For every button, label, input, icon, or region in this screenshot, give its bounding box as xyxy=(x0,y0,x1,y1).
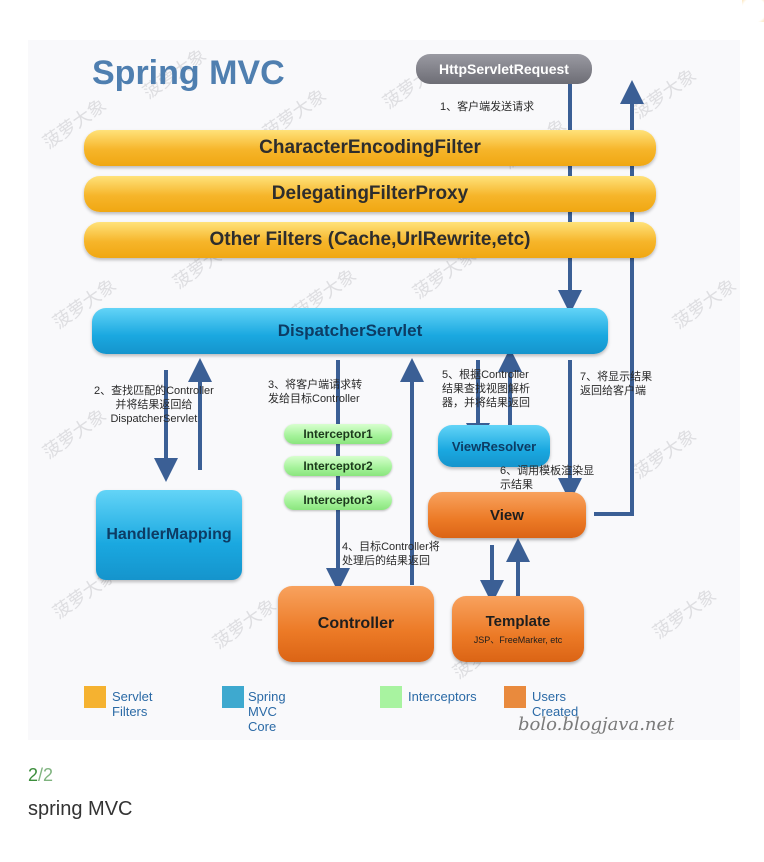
step-2-note: 2、查找匹配的Controller 并将结果返回给 DispatcherServ… xyxy=(94,385,214,425)
legend-swatch-spring-mvc-core xyxy=(222,686,244,708)
caption-area: 2/2 spring MVC xyxy=(28,764,132,821)
step-1-note: 1、客户端发送请求 xyxy=(440,101,535,113)
interceptor-1: Interceptor1 xyxy=(284,424,392,444)
filter-other: Other Filters (Cache,UrlRewrite,etc) xyxy=(84,222,656,258)
diagram-title: Spring MVC xyxy=(92,54,285,92)
template: Template JSP、FreeMarker, etc xyxy=(452,596,584,662)
interceptor-3: Interceptor3 xyxy=(284,490,392,510)
legend-swatch-interceptors xyxy=(380,686,402,708)
template-subtitle: JSP、FreeMarker, etc xyxy=(473,634,563,645)
step-3-note: 3、将客户端请求转 发给目标Controller xyxy=(268,379,363,405)
slide-counter-current: 2 xyxy=(28,765,39,785)
step-6-note: 6、调用模板渲染显 示结果 xyxy=(500,465,595,491)
step-4-note: 4、目标Controller将 处理后的结果返回 xyxy=(342,541,440,567)
step-5-note: 5、根据Controller 结果查找视图解析 器，并将结果返回 xyxy=(442,369,530,409)
dispatcher-servlet: DispatcherServlet xyxy=(92,308,608,354)
view: View xyxy=(428,492,586,538)
legend-swatch-servlet-filters xyxy=(84,686,106,708)
step-7-note: 7、将显示结果 返回给客户端 xyxy=(580,371,653,397)
image-viewer[interactable]: 菠萝大象菠萝大象菠萝大象菠萝大象菠萝大象菠萝大象菠萝大象菠萝大象菠萝大象菠萝大象… xyxy=(0,0,764,750)
filter-delegating-proxy: DelegatingFilterProxy xyxy=(84,176,656,212)
http-request-badge: HttpServletRequest xyxy=(416,54,592,84)
view-label: View xyxy=(490,506,524,524)
filter-character-encoding: CharacterEncodingFilter xyxy=(84,130,656,166)
signature: bolo.blogjava.net xyxy=(518,714,675,735)
legend-label-spring-mvc-core: Spring MVC Core xyxy=(248,689,286,734)
slide-counter-total: /2 xyxy=(38,765,54,785)
legend-swatch-users-created xyxy=(504,686,526,708)
view-resolver: ViewResolver xyxy=(438,425,550,467)
slide-counter: 2/2 xyxy=(28,764,132,786)
template-title: Template xyxy=(485,612,551,630)
handler-mapping: HandlerMapping xyxy=(96,490,242,580)
legend-label-servlet-filters: Servlet Filters xyxy=(112,689,153,719)
legend-label-interceptors: Interceptors xyxy=(408,689,477,704)
viewer-corner-decoration xyxy=(742,0,764,22)
controller-label: Controller xyxy=(317,615,395,632)
spring-mvc-diagram: 菠萝大象菠萝大象菠萝大象菠萝大象菠萝大象菠萝大象菠萝大象菠萝大象菠萝大象菠萝大象… xyxy=(28,40,740,740)
image-caption: spring MVC xyxy=(28,798,133,820)
legend-label-users-created: Users Created xyxy=(532,689,579,719)
interceptor-2: Interceptor2 xyxy=(284,456,392,476)
controller: Controller xyxy=(278,586,434,662)
